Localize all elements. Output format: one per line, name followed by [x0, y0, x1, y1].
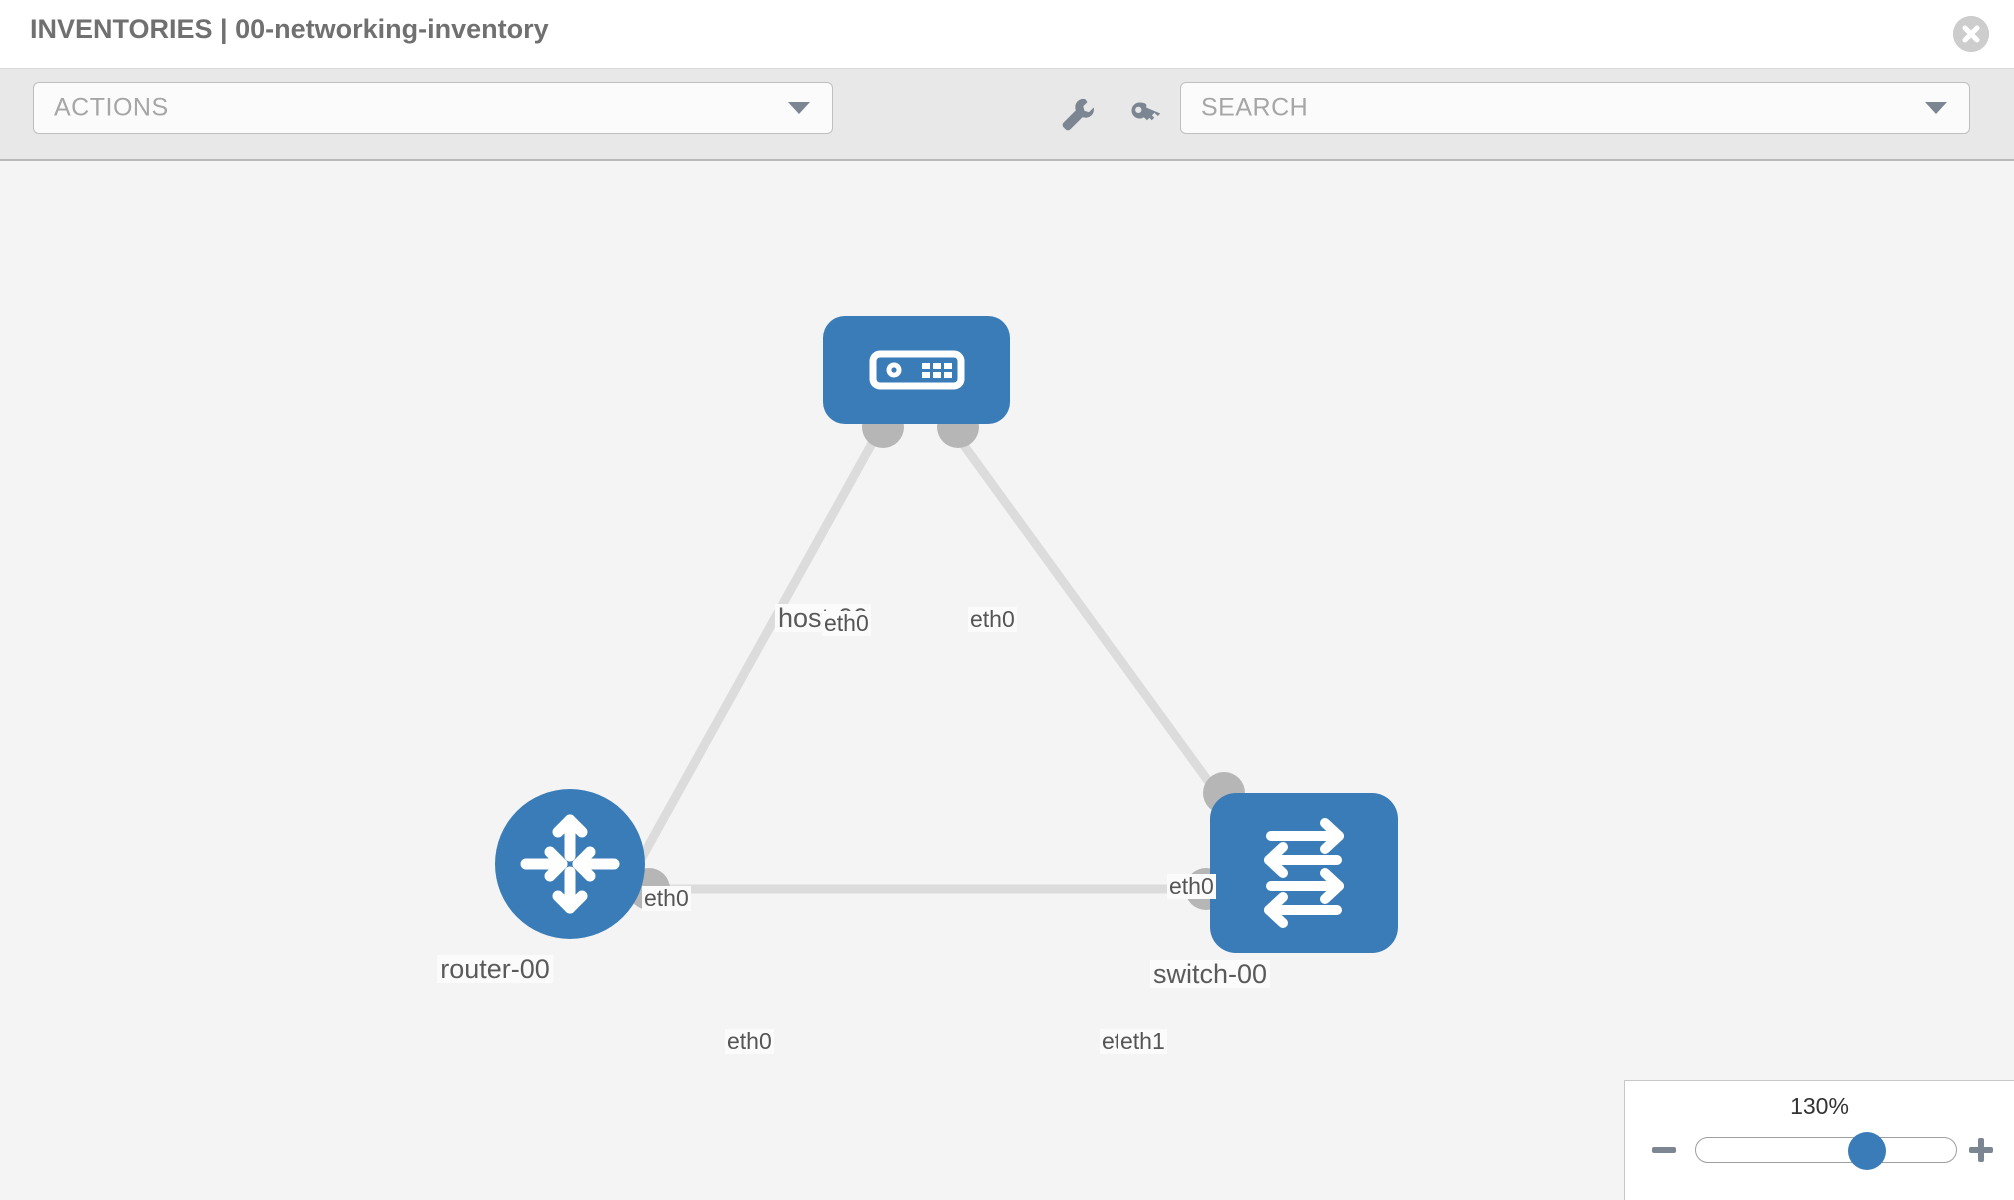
- switch-arrows-icon: [1264, 818, 1344, 928]
- key-icon[interactable]: [1125, 95, 1165, 135]
- zoom-control-panel: 130%: [1624, 1080, 2014, 1200]
- link-host-router: [636, 426, 884, 864]
- router-arrows-icon: [520, 814, 620, 914]
- topology-graph: host-00: [0, 161, 2014, 1200]
- plus-icon: [1969, 1138, 1993, 1162]
- link-label-router-right: eth0: [725, 1028, 774, 1055]
- zoom-out-button[interactable]: [1647, 1133, 1681, 1167]
- topology-links: [636, 426, 1250, 894]
- link-label-switch-up: eth0: [1167, 873, 1216, 900]
- actions-dropdown-label: ACTIONS: [54, 93, 169, 122]
- zoom-in-button[interactable]: [1964, 1133, 1998, 1167]
- search-input[interactable]: SEARCH: [1180, 82, 1970, 134]
- switch-node-shape[interactable]: [1210, 793, 1398, 953]
- zoom-slider-thumb[interactable]: [1848, 1132, 1886, 1170]
- zoom-slider[interactable]: [1695, 1132, 1957, 1170]
- link-label-router-up: eth0: [642, 885, 691, 912]
- link-label-host-left: eth0: [822, 610, 871, 637]
- search-placeholder: SEARCH: [1201, 93, 1309, 122]
- server-icon: [869, 350, 964, 390]
- link-label-host-right: eth0: [968, 606, 1017, 633]
- close-icon[interactable]: [1953, 16, 1989, 52]
- link-label-switch-left: eth1: [1118, 1028, 1167, 1055]
- chevron-down-icon: [788, 102, 810, 114]
- zoom-level-value: 130%: [1790, 1093, 1849, 1119]
- node-label-router: router-00: [437, 955, 553, 983]
- topology-canvas[interactable]: host-00: [0, 161, 2014, 1200]
- router-node-shape[interactable]: [495, 789, 645, 939]
- wrench-icon[interactable]: [1058, 95, 1098, 135]
- node-label-switch: switch-00: [1149, 960, 1271, 988]
- host-node-shape[interactable]: [823, 316, 1010, 424]
- actions-dropdown[interactable]: ACTIONS: [33, 82, 833, 134]
- minus-icon: [1652, 1147, 1676, 1153]
- link-host-switch: [948, 426, 1250, 836]
- chevron-down-icon: [1925, 102, 1947, 114]
- page-header: INVENTORIES | 00-networking-inventory: [0, 0, 2014, 69]
- page-title: INVENTORIES | 00-networking-inventory: [30, 14, 549, 44]
